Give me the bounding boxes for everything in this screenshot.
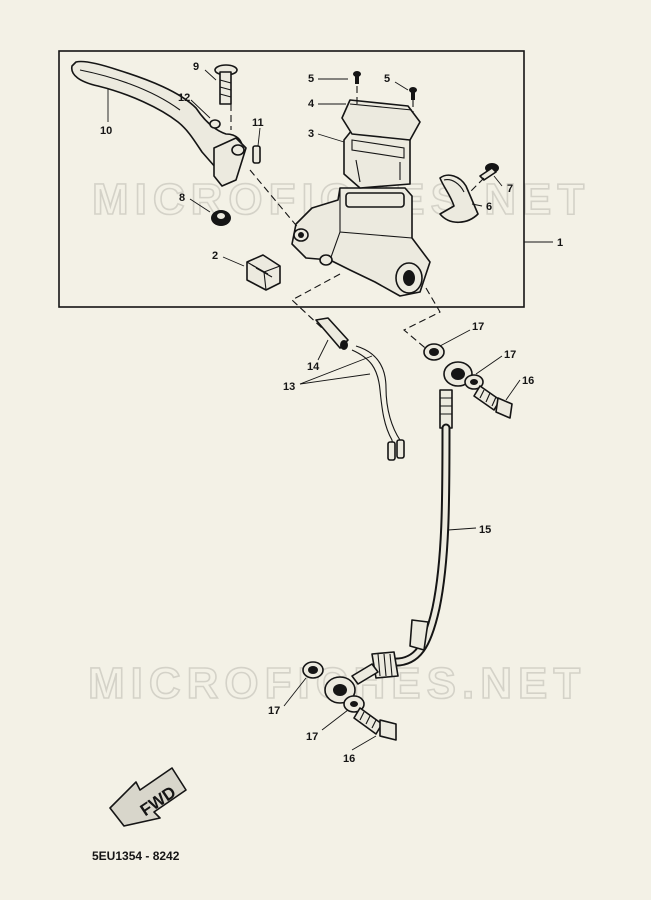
callout-6: 6: [486, 201, 492, 213]
callout-8: 8: [179, 192, 185, 204]
reservoir-cap: [341, 99, 421, 141]
callout-9: 9: [193, 61, 199, 73]
assembly-line-lever: [249, 169, 301, 231]
callout-17-upper-washer-b: 17: [504, 349, 516, 361]
assembly-line-holder-bolt: [469, 177, 485, 193]
assembly-line-switch: [291, 273, 341, 329]
callout-17-lower-washer-b: 17: [306, 731, 318, 743]
callout-12: 12: [178, 92, 190, 104]
master-cylinder-assembly-box: [58, 50, 525, 308]
upper-union-bolt: [473, 385, 513, 419]
pivot-nut: [211, 210, 231, 226]
switch-wire-leads: [351, 345, 405, 461]
callout-17-upper-washer-a: 17: [472, 321, 484, 333]
master-cylinder-holder: [439, 174, 479, 224]
lower-union-bolt: [353, 707, 397, 741]
upper-banjo-fitting: [423, 343, 484, 390]
callout-4: 4: [308, 98, 315, 110]
brake-hose: [371, 389, 453, 679]
callout-14: 14: [307, 361, 320, 373]
callout-11: 11: [252, 117, 264, 129]
figure-code: 5EU1354 - 8242: [92, 849, 180, 863]
callout-3: 3: [308, 128, 314, 140]
lever-nut: [209, 119, 221, 129]
callout-1: 1: [557, 237, 563, 249]
forward-direction-arrow: FWD: [109, 767, 187, 827]
callout-2: 2: [212, 250, 218, 262]
master-cylinder-body: [291, 187, 431, 297]
cap-screw-right: [409, 87, 417, 100]
callout-10: 10: [100, 125, 112, 137]
lower-banjo-fitting: [302, 661, 379, 713]
lever-pin: [252, 145, 261, 164]
callout-7: 7: [507, 183, 513, 195]
boot: [246, 254, 281, 291]
callout-16-upper-bolt: 16: [522, 375, 534, 387]
assembly-line-hose: [403, 287, 441, 353]
reservoir-diaphragm: [343, 129, 411, 189]
brake-light-switch: [315, 317, 349, 350]
callout-17-lower-washer-a: 17: [268, 705, 280, 717]
leader-lines: [107, 69, 553, 751]
brake-lever: [71, 60, 247, 187]
cap-screw-left: [353, 71, 361, 84]
callout-16-lower-bolt: 16: [343, 753, 355, 765]
callout-5-right: 5: [384, 73, 390, 85]
pivot-bolt: [214, 64, 238, 105]
callout-15: 15: [479, 524, 491, 536]
callout-13: 13: [283, 381, 295, 393]
callout-5-left: 5: [308, 73, 314, 85]
